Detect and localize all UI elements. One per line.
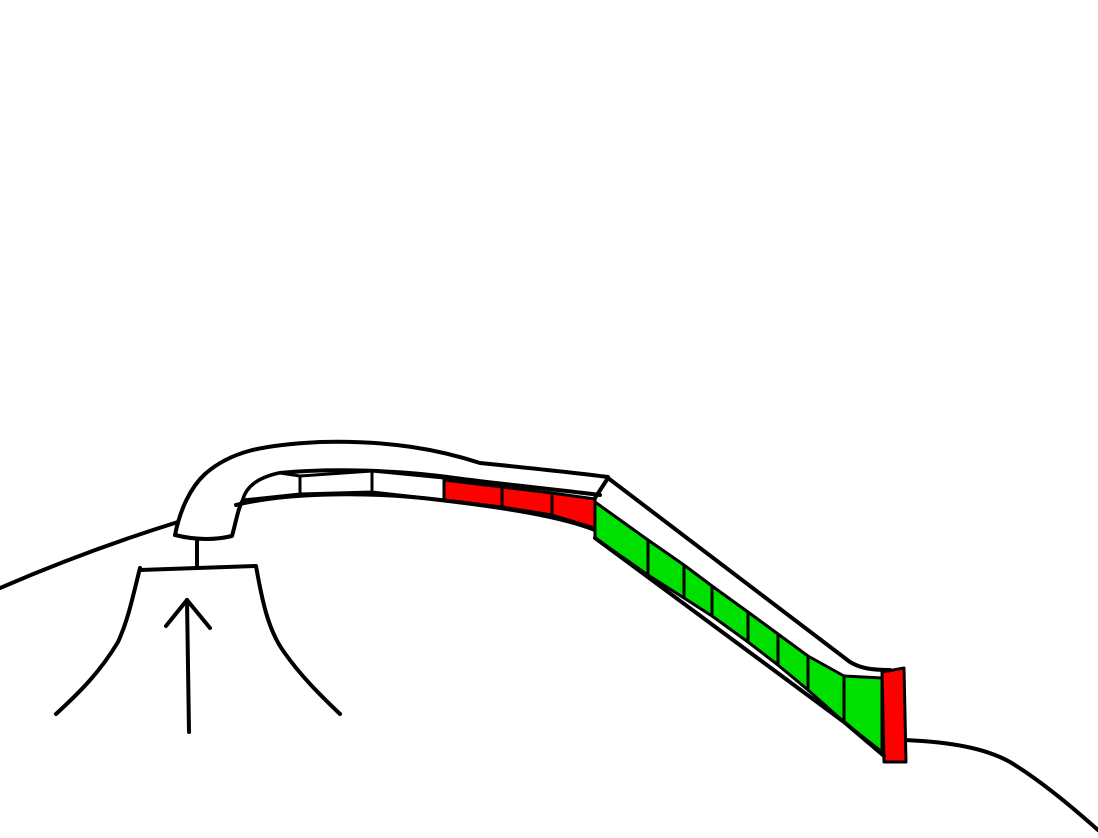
up-arrow-icon: [164, 598, 212, 734]
end-red-segment: [880, 666, 908, 764]
tunnel-tube-top: [173, 439, 610, 537]
slope-segment-green: [593, 500, 650, 577]
slope-lower-edge: [593, 536, 886, 758]
upper-segment-empty: [241, 471, 302, 502]
segment-row-slope: [593, 500, 884, 754]
entrance-arch-left: [54, 566, 142, 716]
ground-line-right: [903, 738, 1098, 832]
slope-segment-green: [776, 632, 810, 692]
slope-segment-green: [806, 654, 846, 724]
upper-segment-empty: [298, 469, 374, 496]
slope-segment-green: [710, 584, 750, 644]
tunnel-mouth: [173, 498, 245, 541]
ground-line-left: [0, 520, 180, 590]
slope-segment-green: [746, 610, 780, 667]
entrance-arch-right: [254, 564, 342, 716]
tunnel-lower-edge: [234, 492, 597, 532]
entrance-arch-top: [138, 564, 257, 572]
slope-top-rail: [593, 476, 892, 672]
